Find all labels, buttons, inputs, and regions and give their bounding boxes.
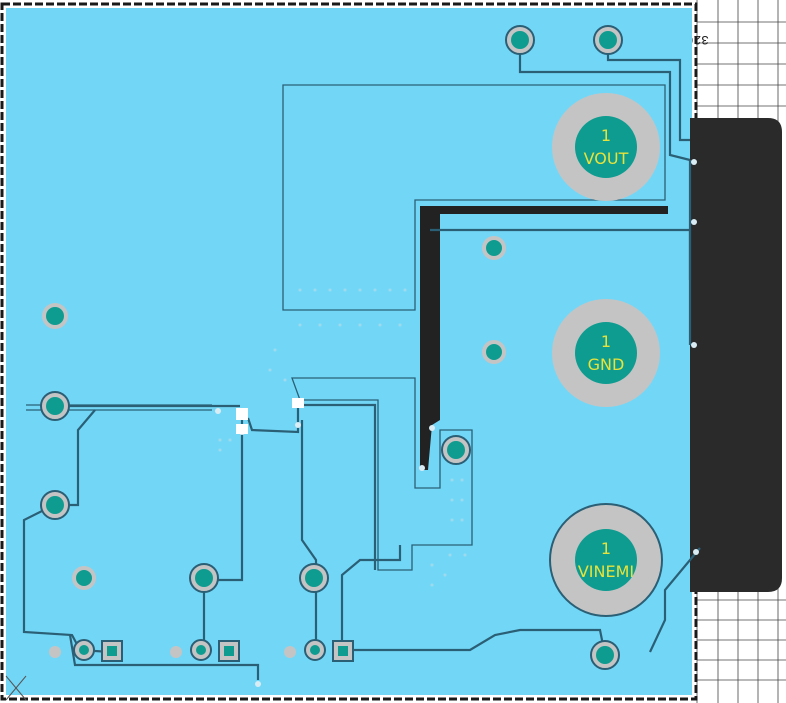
small-pad [593,25,623,55]
small-pad [482,340,506,364]
vout-pad-name: VOUT [584,149,629,168]
vinemi-pad-name: VINEMI [578,562,634,581]
small-pad [482,236,506,260]
thermal-dots [218,288,467,587]
small-pad [42,303,68,329]
small-pad [40,490,70,520]
large-pad-vinemi: 1 VINEMI [549,503,663,617]
small-pad [441,435,471,465]
small-pad [40,391,70,421]
small-pad [299,563,329,593]
edge-connector [690,118,782,592]
large-pad-gnd: 1 GND [552,299,660,407]
large-pad-vout: 1 VOUT [552,93,660,201]
ic-pads [236,398,304,434]
small-pad [72,566,96,590]
pin-round [170,646,182,658]
pin-round [49,646,61,658]
small-pads [40,25,623,670]
small-pad [189,563,219,593]
small-pad [590,640,620,670]
pin-round [284,646,296,658]
gnd-pad-number: 1 [601,332,611,351]
header-pins [49,639,354,662]
vout-pad-number: 1 [601,126,611,145]
small-pad [505,25,535,55]
gnd-pad-name: GND [588,355,625,374]
origin-marker-icon [5,675,27,701]
vinemi-pad-number: 1 [601,539,611,558]
